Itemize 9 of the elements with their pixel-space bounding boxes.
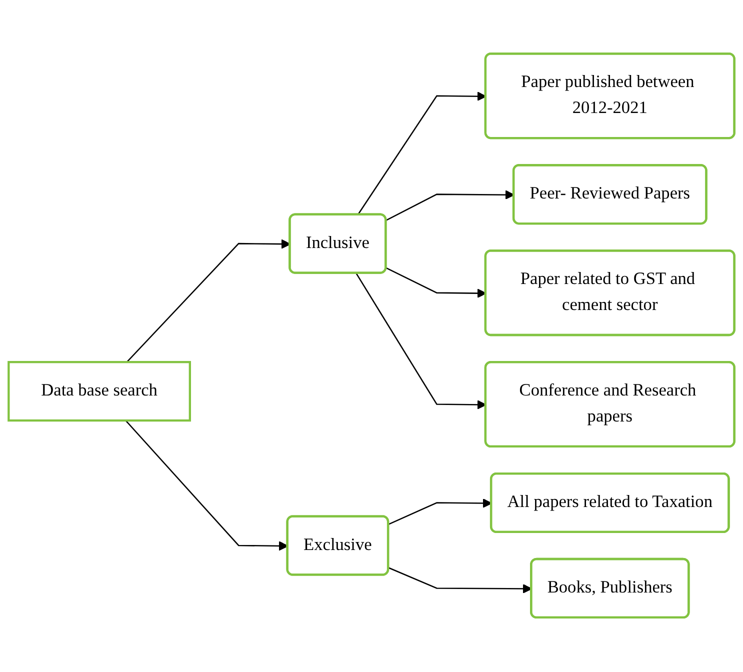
arrow [126, 240, 291, 363]
node-box: Data base search [8, 361, 191, 422]
arrow [386, 268, 486, 298]
arrow [357, 92, 486, 216]
arrow [125, 420, 288, 552]
arrow [386, 190, 515, 222]
arrow [356, 273, 486, 410]
arrow [388, 498, 492, 526]
arrow [388, 568, 532, 594]
